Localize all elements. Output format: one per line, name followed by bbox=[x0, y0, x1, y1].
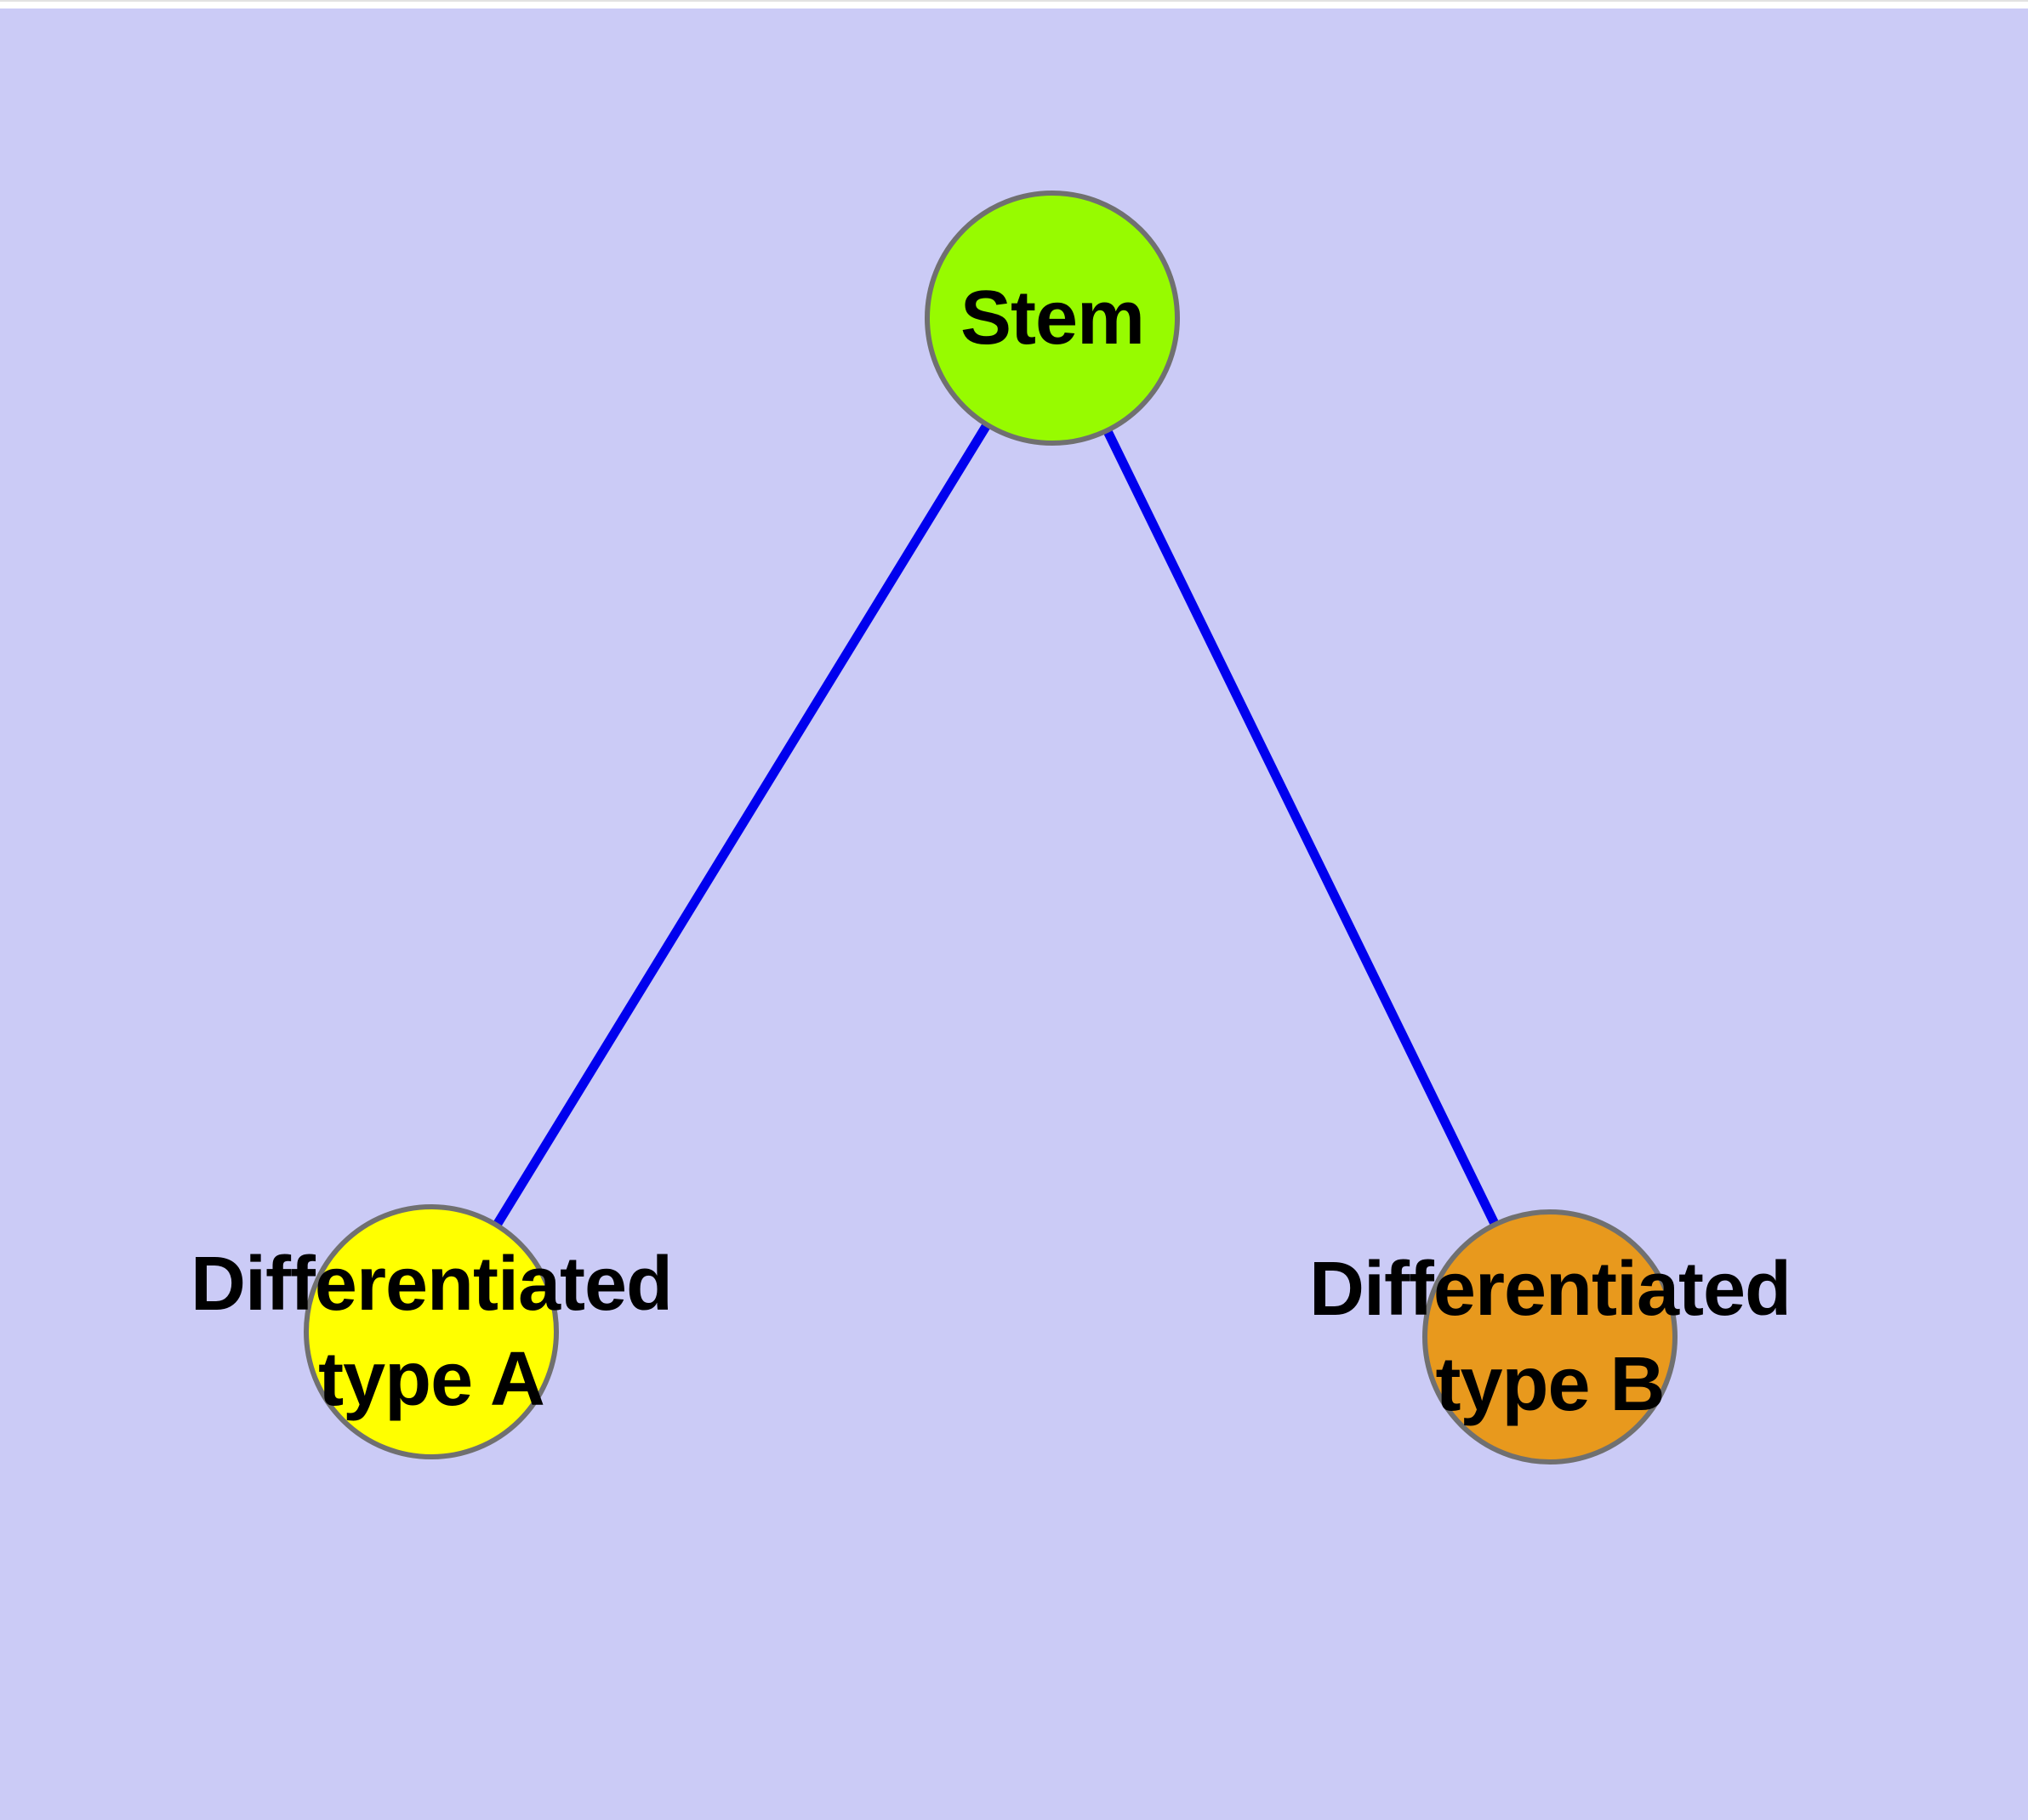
node-differentiated-type-a bbox=[304, 1204, 559, 1459]
node-stem-label: Stem bbox=[960, 276, 1145, 361]
edge-stem-to-type-a bbox=[427, 316, 1057, 1334]
edge-stem-to-type-b bbox=[1048, 316, 1554, 1339]
diagram-canvas: Stem Differentiated type A Differentiate… bbox=[0, 9, 2028, 1820]
node-stem: Stem bbox=[925, 191, 1180, 446]
node-differentiated-type-b bbox=[1422, 1209, 1678, 1465]
edge-layer bbox=[427, 316, 1554, 1339]
